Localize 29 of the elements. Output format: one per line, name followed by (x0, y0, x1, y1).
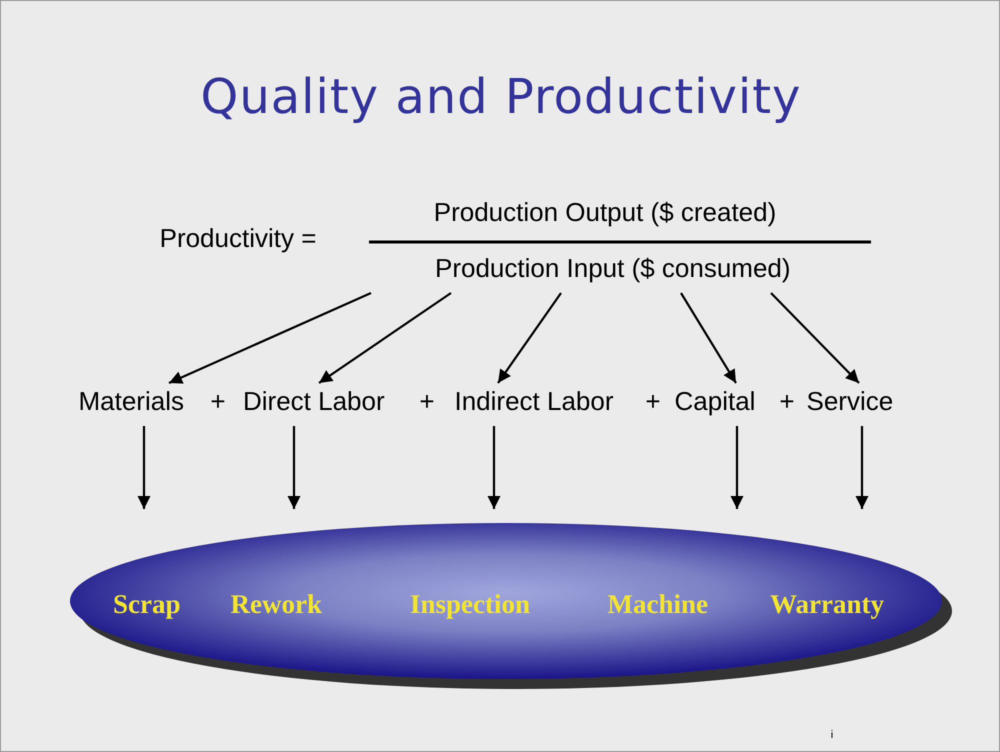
slide-title: Quality and Productivity (200, 69, 802, 125)
arrow (137, 426, 151, 509)
category-text: Rework (230, 589, 322, 620)
input-term: Materials (78, 386, 184, 417)
input-term: Indirect Labor (454, 386, 614, 417)
arrow (487, 426, 501, 509)
input-term: Service (806, 386, 894, 417)
category-text: Warranty (770, 589, 884, 620)
arrow (680, 292, 737, 384)
arrow (770, 292, 860, 384)
plus-sign: + (419, 386, 435, 417)
arrow (497, 292, 562, 384)
plus-sign: + (779, 386, 795, 417)
plus-sign: + (645, 386, 661, 417)
numerator-text: Production Output ($ created) (434, 197, 776, 228)
input-term: Direct Labor (243, 386, 385, 417)
plus-sign: + (210, 386, 226, 417)
formula-label: Productivity = (160, 223, 316, 254)
input-term: Capital (674, 386, 756, 417)
denominator-text: Production Input ($ consumed) (435, 253, 791, 284)
category-text: Scrap (113, 589, 180, 620)
category-text: Machine (608, 589, 708, 620)
arrow (730, 426, 744, 509)
arrow (287, 426, 301, 509)
arrow (855, 426, 869, 509)
arrow (168, 292, 372, 384)
arrow (318, 292, 452, 384)
page-number: i (830, 729, 834, 741)
category-text: Inspection (410, 589, 530, 620)
